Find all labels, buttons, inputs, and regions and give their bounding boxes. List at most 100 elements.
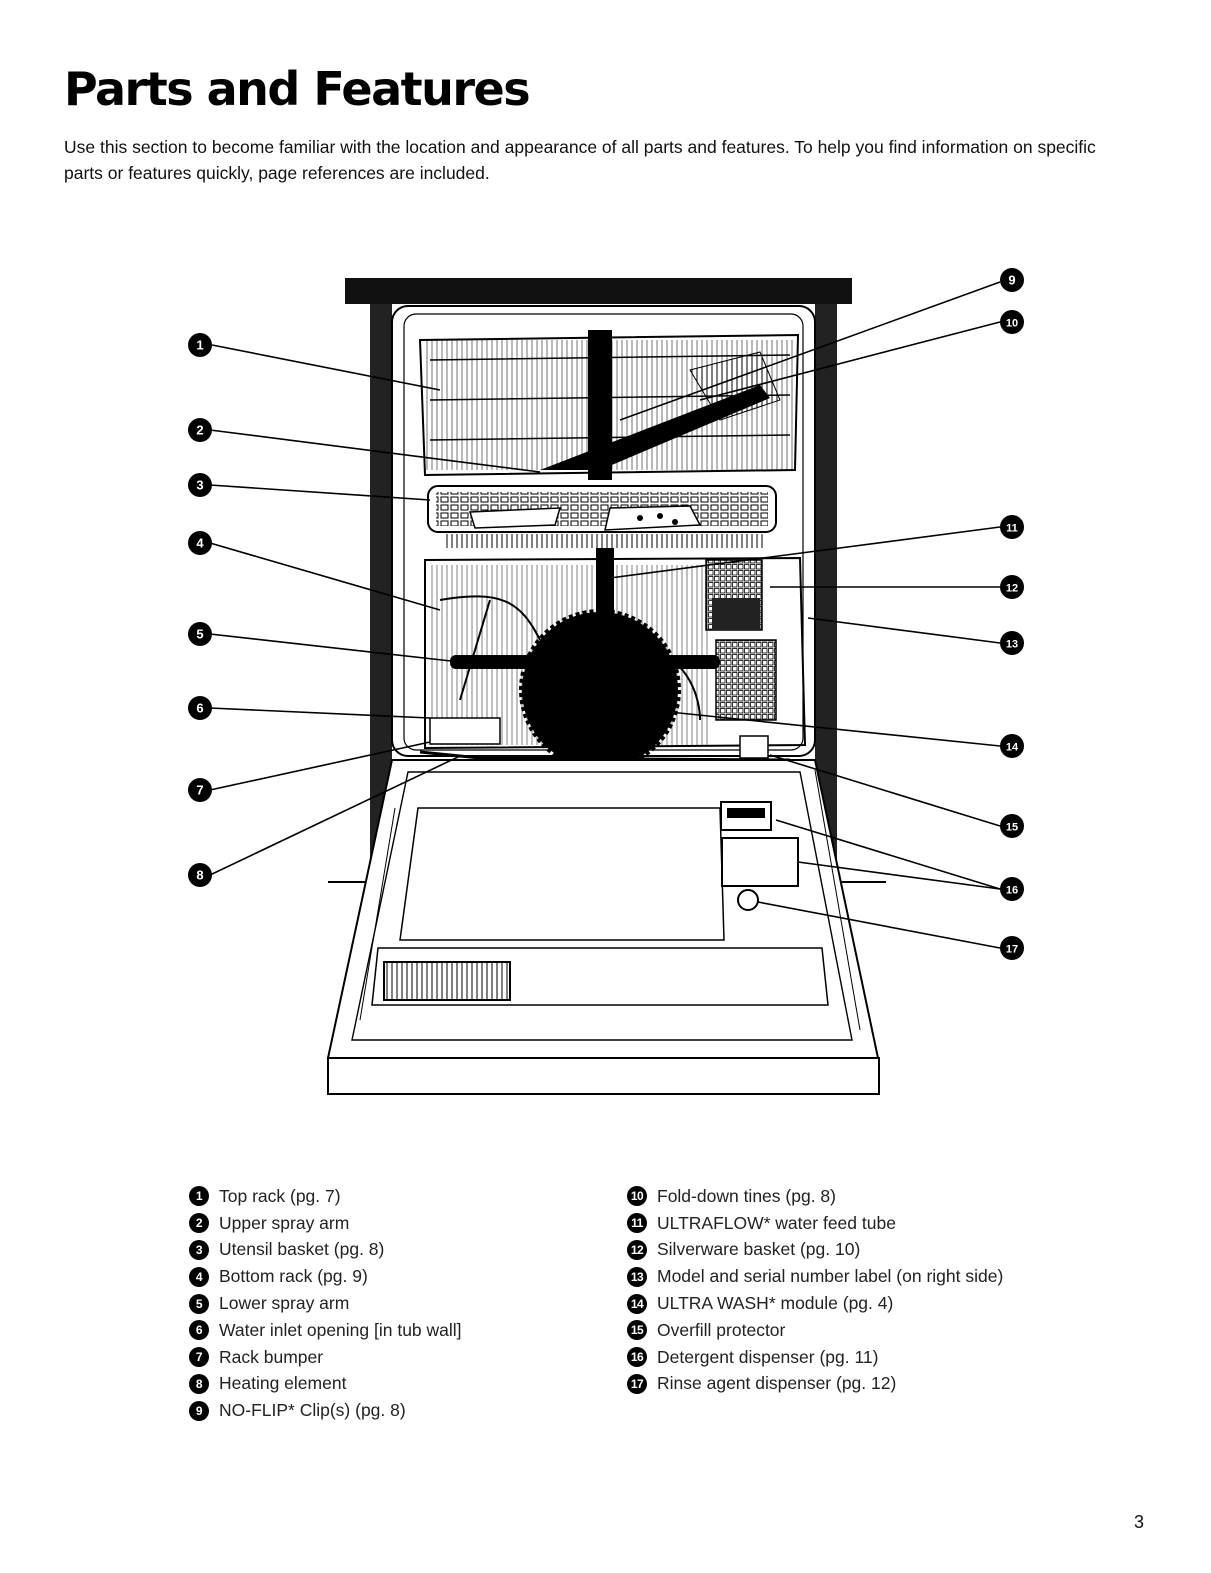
- legend-label: Lower spray arm: [219, 1293, 350, 1314]
- callout-badge: [188, 863, 212, 887]
- callout-number: 15: [1006, 822, 1018, 834]
- legend-label: Heating element: [219, 1373, 347, 1394]
- legend-item: 1 Top rack (pg. 7): [189, 1183, 609, 1210]
- legend-item: 2 Upper spray arm: [189, 1210, 609, 1237]
- legend-item: 5 Lower spray arm: [189, 1290, 609, 1317]
- legend-item: 12 Silverware basket (pg. 10): [627, 1237, 1167, 1264]
- callout-badge: [1000, 575, 1024, 599]
- callout-badge: [1000, 877, 1024, 901]
- callout-badge: [188, 333, 212, 357]
- page-title: Parts and Features: [64, 62, 531, 116]
- leader-lines: [209, 281, 1001, 949]
- legend-number-badge: 9: [189, 1400, 209, 1421]
- callout-badge: [1000, 268, 1024, 292]
- legend-item: 14 ULTRA WASH* module (pg. 4): [627, 1290, 1167, 1317]
- callout-number: 17: [1006, 944, 1018, 956]
- legend-label: Model and serial number label (on right …: [657, 1266, 1004, 1287]
- legend-item: 4 Bottom rack (pg. 9): [189, 1263, 609, 1290]
- legend-number-badge: 5: [189, 1293, 209, 1314]
- legend-label: ULTRAFLOW* water feed tube: [657, 1212, 896, 1233]
- legend-number-badge: 13: [627, 1266, 647, 1287]
- legend-item: 9 NO-FLIP* Clip(s) (pg. 8): [189, 1397, 609, 1424]
- legend-number-badge: 3: [189, 1239, 209, 1260]
- legend-item: 17 Rinse agent dispenser (pg. 12): [627, 1371, 1167, 1398]
- callout-badge: [1000, 936, 1024, 960]
- legend-left-column: 1 Top rack (pg. 7) 2 Upper spray arm 3 Utensi…: [189, 1183, 609, 1424]
- legend-number-badge: 8: [189, 1373, 209, 1394]
- callout-badge: [188, 531, 212, 555]
- legend-number-badge: 17: [627, 1373, 647, 1394]
- countertop: [345, 278, 852, 304]
- callout-badge: [188, 473, 212, 497]
- legend-number-badge: 1: [189, 1186, 209, 1207]
- door: [326, 759, 880, 1095]
- callout-badge: [1000, 310, 1024, 334]
- legend-number-badge: 14: [627, 1293, 647, 1314]
- page-number: 3: [1134, 1512, 1145, 1532]
- legend-label: ULTRA WASH* module (pg. 4): [657, 1293, 894, 1314]
- callout-number: 5: [196, 627, 203, 642]
- intro-paragraph: Use this section to become familiar with…: [64, 137, 1096, 183]
- callout-number: 6: [196, 701, 203, 716]
- callout-number: 4: [196, 536, 204, 551]
- legend-number-badge: 2: [189, 1213, 209, 1234]
- ultra-wash-module: [522, 612, 678, 768]
- callout-badge: [188, 418, 212, 442]
- legend-number-badge: 4: [189, 1266, 209, 1287]
- callout-badge: [1000, 515, 1024, 539]
- callout-badge: [188, 696, 212, 720]
- callout-number: 8: [196, 868, 203, 883]
- callout-number: 14: [1006, 742, 1019, 754]
- legend-label: Detergent dispenser (pg. 11): [657, 1346, 879, 1367]
- callout-number: 10: [1006, 318, 1018, 330]
- overfill-protector: [720, 801, 772, 831]
- legend-label: Rack bumper: [219, 1346, 324, 1367]
- callout-badge: [1000, 631, 1024, 655]
- cabinet-right: [815, 304, 837, 884]
- legend-label: Upper spray arm: [219, 1212, 350, 1233]
- legend-label: Silverware basket (pg. 10): [657, 1239, 861, 1260]
- callout-number: 7: [196, 783, 203, 798]
- callout-number: 16: [1006, 885, 1018, 897]
- legend-item: 13 Model and serial number label (on righ…: [627, 1263, 1167, 1290]
- callout-number: 12: [1006, 583, 1018, 595]
- legend-item: 15 Overfill protector: [627, 1317, 1167, 1344]
- callout-number: 1: [196, 338, 203, 353]
- legend-label: Water inlet opening [in tub wall]: [219, 1319, 462, 1340]
- callout-number: 11: [1006, 523, 1018, 535]
- legend-label: Fold-down tines (pg. 8): [657, 1185, 836, 1206]
- legend-item: 6 Water inlet opening [in tub wall]: [189, 1317, 609, 1344]
- callout-number: 2: [196, 423, 203, 438]
- legend-number-badge: 15: [627, 1320, 647, 1341]
- legend-label: Rinse agent dispenser (pg. 12): [657, 1373, 897, 1394]
- legend-number-badge: 6: [189, 1320, 209, 1341]
- cabinet-left: [370, 304, 392, 884]
- legend-label: Utensil basket (pg. 8): [219, 1239, 385, 1260]
- legend-number-badge: 16: [627, 1347, 647, 1368]
- legend-label: Overfill protector: [657, 1319, 786, 1340]
- callout-number: 13: [1006, 639, 1018, 651]
- callout-badge: [1000, 814, 1024, 838]
- detergent-dispenser: [721, 837, 799, 887]
- legend-label: Bottom rack (pg. 9): [219, 1266, 368, 1287]
- legend-item: 7 Rack bumper: [189, 1344, 609, 1371]
- legend-item: 8 Heating element: [189, 1371, 609, 1398]
- legend-item: 16 Detergent dispenser (pg. 11): [627, 1344, 1167, 1371]
- legend-number-badge: 12: [627, 1239, 647, 1260]
- legend-number-badge: 10: [627, 1186, 647, 1207]
- silverware-basket: [705, 559, 777, 721]
- callout-badge: [188, 622, 212, 646]
- rinse-agent-dispenser: [737, 889, 759, 911]
- legend-label: Top rack (pg. 7): [219, 1185, 341, 1206]
- legend-item: 3 Utensil basket (pg. 8): [189, 1237, 609, 1264]
- callout-badge: [1000, 734, 1024, 758]
- legend-label: NO-FLIP* Clip(s) (pg. 8): [219, 1400, 406, 1421]
- legend-number-badge: 7: [189, 1347, 209, 1368]
- callout-badge: [188, 778, 212, 802]
- callout-number: 3: [196, 478, 203, 493]
